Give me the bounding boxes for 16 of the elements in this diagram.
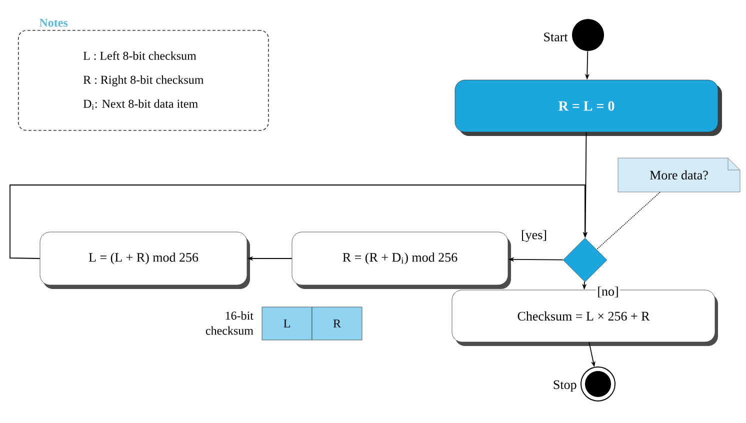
node-caption: Stop — [554, 380, 576, 392]
node-caption: Start — [544, 32, 568, 42]
label: 16-bit checksum — [206, 311, 254, 335]
action-box: R = L = 0 — [454, 80, 722, 136]
leader-line — [596, 192, 660, 250]
notes-box: L : Left 8-bit checksum R : Right 8-bit checksum D$_{i}$: Next 8-bit data item — [18, 30, 269, 131]
action-box: L = (L + R) mod 256 — [40, 232, 250, 289]
edge-label: [no] — [596, 286, 620, 298]
action-box: R = (R + D$_{i}$) mod 256 — [292, 232, 511, 289]
decision-diamond — [562, 238, 608, 282]
bit-field: R — [312, 306, 362, 340]
edge-label: [yes] — [520, 229, 548, 243]
arrow — [10, 184, 588, 259]
comment-note: More data? — [618, 158, 740, 192]
bit-field: L — [262, 306, 312, 340]
note-heading: Notes — [39, 18, 68, 27]
